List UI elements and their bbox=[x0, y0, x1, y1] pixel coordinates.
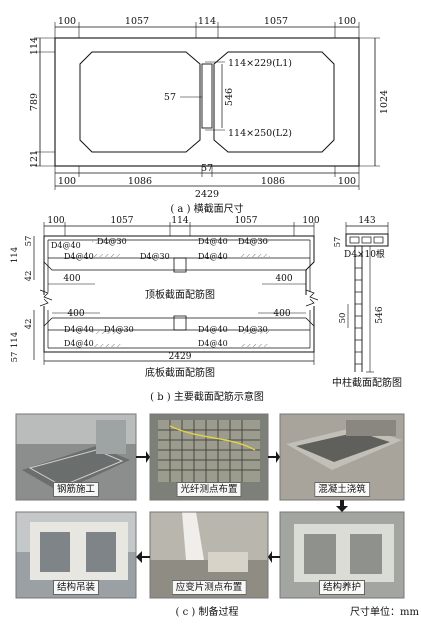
top-dim-2: 1057 bbox=[125, 16, 149, 27]
photo-strain-gauges-frame: 应变片测点布置 bbox=[150, 512, 268, 598]
bottom-dim-3: 57 bbox=[201, 163, 213, 174]
rf-b-label-5: D4@30 bbox=[238, 325, 268, 334]
photo-fiber-sensors-frame: 光纤测点布置 bbox=[150, 414, 268, 500]
top-dim-4: 1057 bbox=[264, 16, 288, 27]
bottom-slab-title: 底板截面配筋图 bbox=[145, 366, 215, 379]
hole-dim: 57 bbox=[164, 92, 176, 103]
overall-width: 2429 bbox=[195, 189, 219, 200]
rf-400-2: 400 bbox=[275, 274, 292, 284]
bottom-dim-2: 1086 bbox=[128, 176, 152, 187]
rf-b-label-6: D4@40 bbox=[198, 339, 228, 348]
rf-top-dim-3: 114 bbox=[171, 216, 188, 226]
rf-b-label-4: D4@40 bbox=[64, 339, 94, 348]
caption-c: ( c ) 制备过程 bbox=[176, 605, 239, 618]
photo-label: 结构吊装 bbox=[52, 580, 100, 595]
photo-label: 混凝土浇筑 bbox=[314, 482, 370, 497]
reinforcement-labels: 100 1057 114 1057 100 57 114 42 D4@40 D4… bbox=[10, 216, 320, 379]
bottom-dim-1: 100 bbox=[58, 176, 76, 187]
rf-400-4: 400 bbox=[273, 309, 290, 319]
left-dim-3: 121 bbox=[29, 150, 40, 168]
rf-bottom-slab-dim-3: 57 bbox=[10, 352, 20, 363]
caption-a: ( a ) 横截面尺寸 bbox=[170, 202, 243, 215]
rf-b-label-1: D4@40 bbox=[64, 325, 94, 334]
top-dim-3: 114 bbox=[198, 16, 216, 27]
top-slab-title: 顶板截面配筋图 bbox=[145, 288, 215, 301]
left-dim-2: 789 bbox=[29, 93, 40, 111]
rf-label-2: D4@30 bbox=[97, 237, 127, 246]
rf-400-1: 400 bbox=[63, 274, 80, 284]
rf-top-slab-dim-2: 114 bbox=[10, 247, 20, 263]
rf-400-3: 400 bbox=[67, 309, 84, 319]
rf-bottom-slab-dim-2: 114 bbox=[10, 332, 20, 348]
cross-section-drawing bbox=[35, 22, 380, 190]
photo-label: 钢筋施工 bbox=[52, 482, 100, 497]
reinforcement-drawing bbox=[33, 222, 319, 365]
rf-label-4: D4@30 bbox=[238, 237, 268, 246]
rf-top-dim-2: 1057 bbox=[111, 216, 134, 226]
photo-rebar-construction bbox=[15, 413, 137, 501]
rf-label-6: D4@30 bbox=[140, 252, 170, 261]
rf-b-label-3: D4@40 bbox=[198, 325, 228, 334]
caption-b: ( b ) 主要截面配筋示意图 bbox=[150, 390, 264, 403]
unit-note: 尺寸单位：mm bbox=[350, 605, 419, 618]
rf-label-1: D4@40 bbox=[51, 241, 81, 250]
rf-top-slab-dim-1: 57 bbox=[24, 236, 34, 247]
rebar-dots-top bbox=[92, 241, 270, 347]
right-dim: 1024 bbox=[379, 90, 390, 114]
column-width: 143 bbox=[358, 216, 375, 226]
photo-label: 光纤测点布置 bbox=[176, 482, 242, 497]
photo-structure-curing-frame: 结构养护 bbox=[280, 512, 404, 598]
rf-label-5: D4@40 bbox=[64, 252, 94, 261]
rf-label-3: D4@40 bbox=[198, 237, 228, 246]
haunch-top-label: 114×229(L1) bbox=[228, 58, 292, 69]
photo-label: 应变片测点布置 bbox=[171, 580, 247, 595]
top-dim-1: 100 bbox=[58, 16, 76, 27]
rf-top-dim-4: 1057 bbox=[235, 216, 258, 226]
bottom-dim-4: 1086 bbox=[261, 176, 285, 187]
rf-top-dim-1: 100 bbox=[47, 216, 64, 226]
rf-bottom-slab-dim-1: 42 bbox=[24, 319, 34, 330]
top-dim-5: 100 bbox=[338, 16, 356, 27]
rf-top-dim-5: 100 bbox=[302, 216, 319, 226]
column-height: 546 bbox=[375, 306, 385, 323]
column-top-dim: 57 bbox=[333, 237, 343, 248]
column-title: 中柱截面配筋图 bbox=[332, 376, 402, 389]
bottom-dim-5: 100 bbox=[338, 176, 356, 187]
haunch-bottom-label: 114×250(L2) bbox=[228, 128, 292, 139]
rf-top-slab-dim-3: 42 bbox=[24, 271, 34, 282]
rf-label-7: D4@40 bbox=[198, 252, 228, 261]
left-dim-1: 114 bbox=[29, 37, 40, 55]
photo-concrete-pouring bbox=[279, 413, 405, 501]
photo-concrete-pouring-frame: 混凝土浇筑 bbox=[280, 414, 404, 500]
web-dim: 546 bbox=[224, 88, 235, 106]
cross-section-labels: 100 1057 114 1057 100 114 789 121 1024 5… bbox=[29, 16, 390, 215]
column-spacing: 50 bbox=[338, 313, 348, 324]
rf-bottom-total: 2429 bbox=[169, 352, 192, 362]
column-drawing bbox=[345, 222, 389, 373]
column-labels: 143 57 D4×10根 50 546 中柱截面配筋图 bbox=[332, 216, 402, 389]
column-bars: D4×10根 bbox=[344, 248, 385, 260]
process-arrows bbox=[136, 451, 348, 563]
photo-fiber-sensors bbox=[149, 413, 269, 501]
rf-b-label-2: D4@30 bbox=[104, 325, 134, 334]
photo-structure-lifting-frame: 结构吊装 bbox=[16, 512, 136, 598]
photo-rebar-construction-frame: 钢筋施工 bbox=[16, 414, 136, 500]
photo-label: 结构养护 bbox=[318, 580, 366, 595]
